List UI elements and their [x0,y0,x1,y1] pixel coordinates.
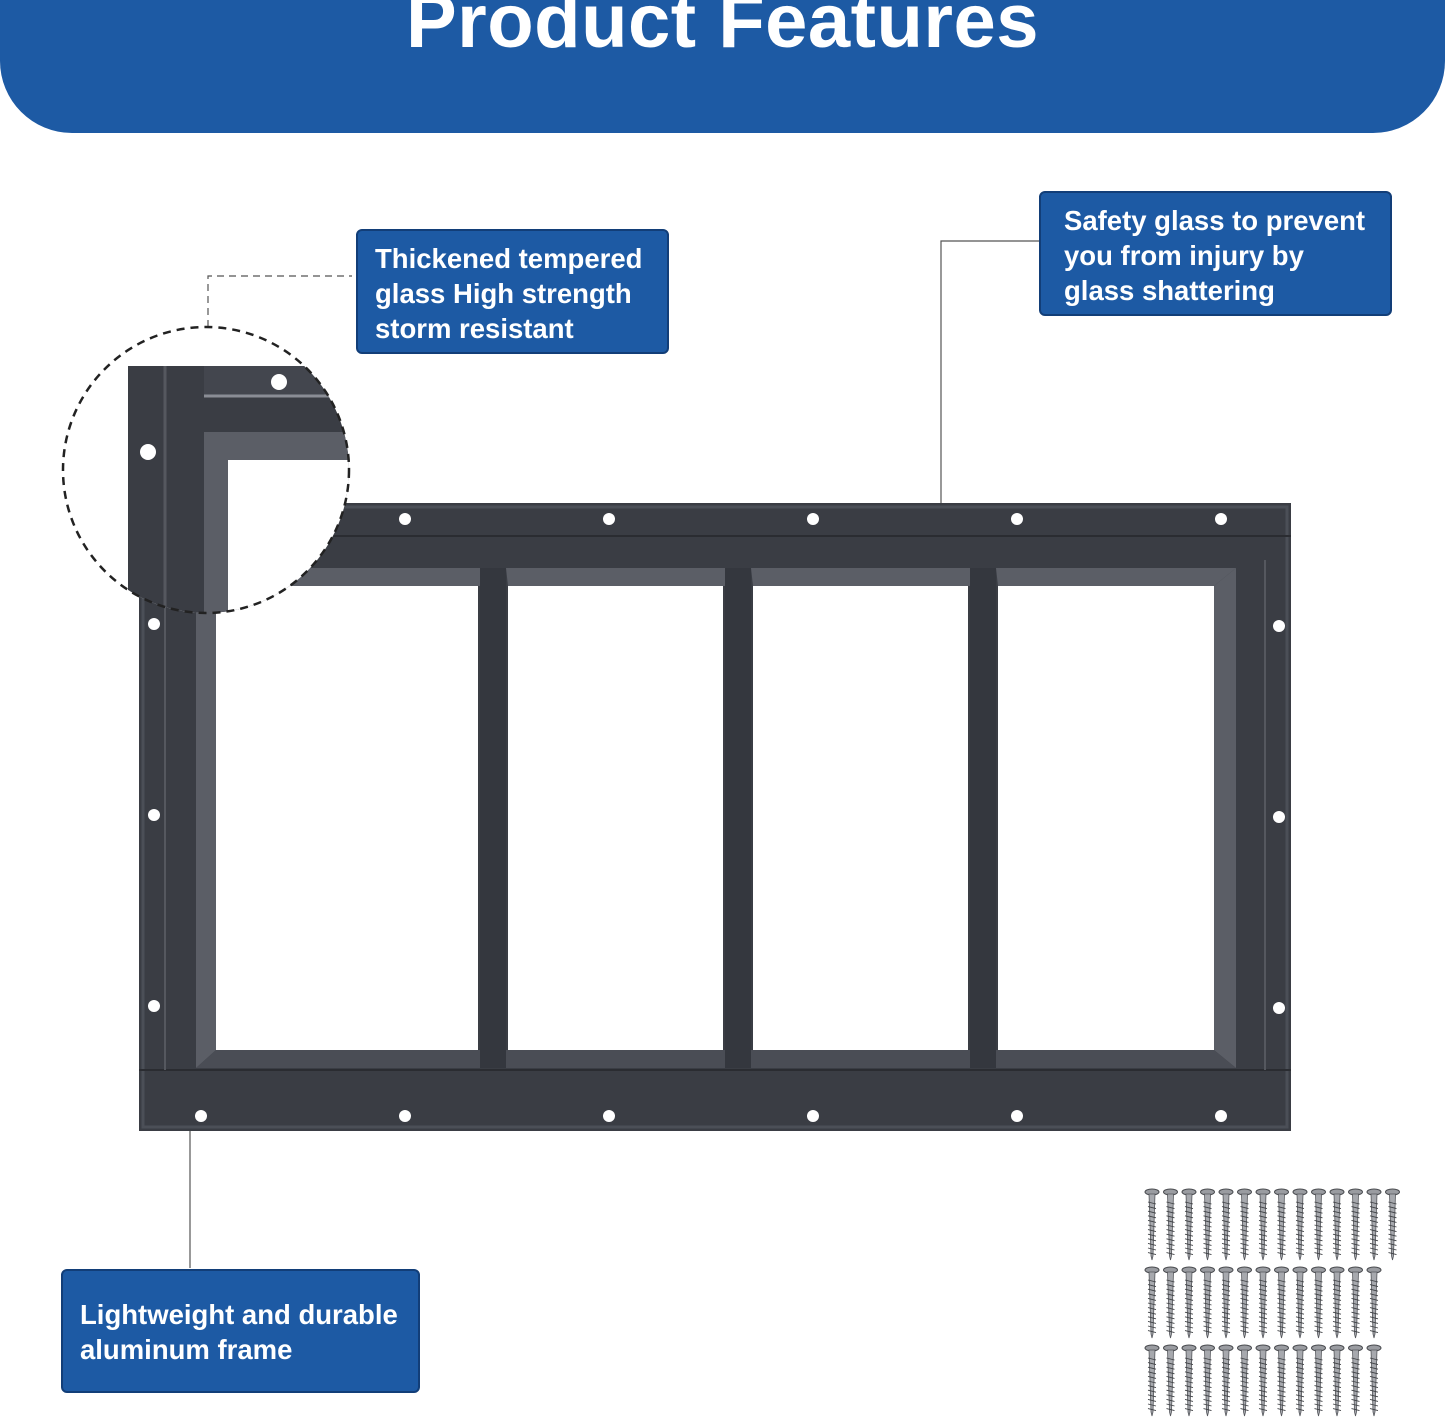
screw [1181,1266,1197,1339]
screw [1292,1188,1308,1261]
mullions [480,568,996,1068]
screw [1200,1266,1215,1339]
screw [1144,1266,1160,1339]
screw [1311,1344,1326,1417]
screw [1144,1344,1160,1417]
screw [1237,1188,1252,1261]
page-title: Product Features [405,0,1040,64]
screw [1144,1188,1160,1261]
screw [1181,1344,1197,1417]
screws-icon [1144,1188,1400,1417]
screw [1163,1188,1178,1261]
screw [1292,1266,1308,1339]
screw [1163,1266,1178,1339]
callout-safety-glass: Safety glass to prevent you from injury … [1039,191,1392,316]
screw [1237,1266,1252,1339]
window-frame [139,503,1291,1131]
screw [1218,1344,1234,1417]
screw [1292,1344,1308,1417]
screw [1255,1344,1271,1417]
screw [1218,1266,1234,1339]
screw [1385,1188,1400,1261]
screw [1329,1188,1345,1261]
screw [1237,1344,1252,1417]
screw [1329,1266,1345,1339]
screw [1311,1188,1326,1261]
screw [1311,1266,1326,1339]
mounting-holes [148,513,1285,1122]
screw [1255,1188,1271,1261]
screw [1348,1344,1363,1417]
screw [1274,1344,1289,1417]
screw [1181,1188,1197,1261]
screw [1200,1344,1215,1417]
screw [1255,1266,1271,1339]
screw [1348,1266,1363,1339]
screw [1218,1188,1234,1261]
screw [1329,1344,1345,1417]
screw [1274,1266,1289,1339]
callout-aluminum-frame: Lightweight and durable aluminum frame [61,1269,420,1393]
screw [1366,1188,1382,1261]
header-banner: Product Features [0,0,1445,133]
screw [1366,1266,1382,1339]
screw [1348,1188,1363,1261]
screw [1274,1188,1289,1261]
screw [1163,1344,1178,1417]
screw [1200,1188,1215,1261]
screw [1366,1344,1382,1417]
callout-tempered-glass: Thickened tempered glass High strength s… [356,229,669,354]
glass-panes [216,586,1214,1050]
zoom-detail-icon [61,325,351,615]
